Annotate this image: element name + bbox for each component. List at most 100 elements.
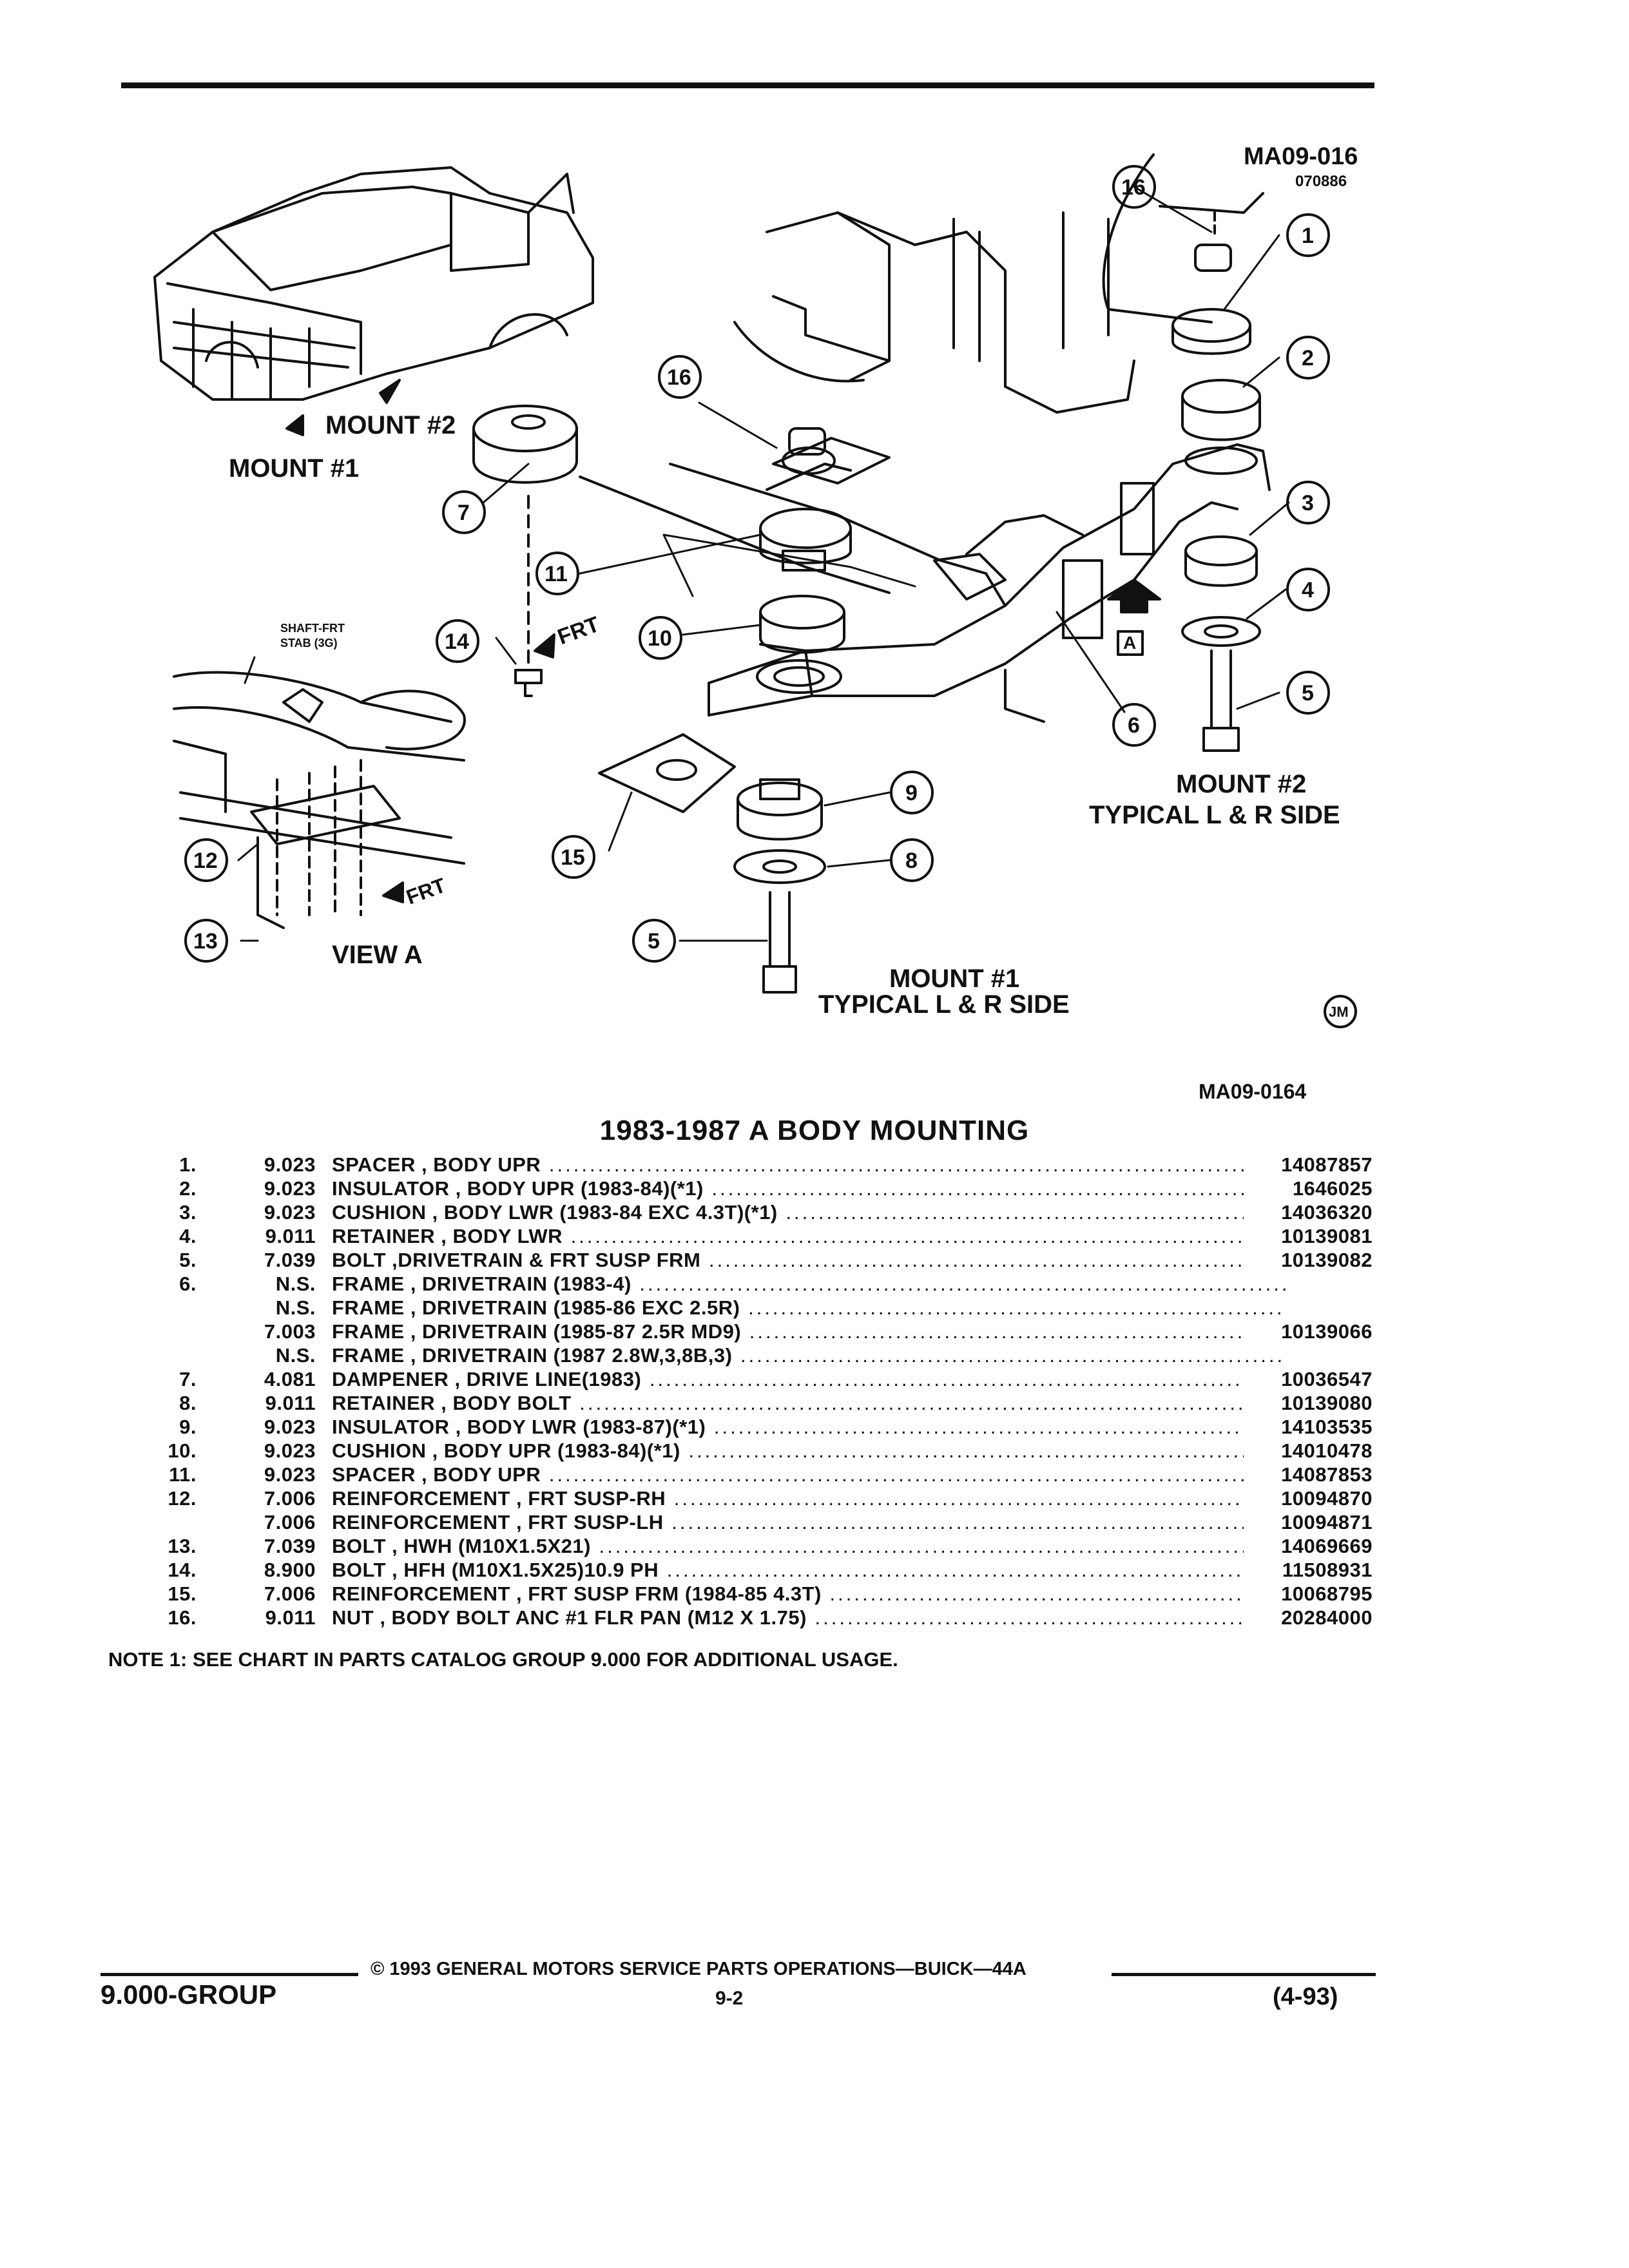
callout-3: 3 (1302, 491, 1314, 515)
leader-dots: ........................................… (815, 1606, 1286, 1629)
group-number: 9.023 (264, 1416, 316, 1438)
item-description: INSULATOR , BODY UPR (1983-84)(*1) (332, 1177, 704, 1200)
item-description-cell: BOLT , HWH (M10X1.5X21) ................… (332, 1535, 1286, 1558)
item-description-cell: RETAINER , BODY BOLT ...................… (332, 1392, 1286, 1415)
group-number: 9.023 (264, 1463, 316, 1486)
figure-ref-date: 070886 (1295, 173, 1347, 190)
item-description: RETAINER , BODY LWR (332, 1225, 563, 1247)
item-number: 13. (168, 1535, 197, 1557)
part-number: 10139082 (1244, 1249, 1373, 1272)
group-number: 9.023 (264, 1439, 316, 1462)
part-number: 14087857 (1244, 1153, 1373, 1177)
item-number: 2. (179, 1177, 197, 1200)
item-description-cell: REINFORCEMENT , FRT SUSP-LH ............… (332, 1511, 1286, 1534)
car-body-illustration (153, 166, 594, 401)
footer-group: 9.000-GROUP (101, 1979, 277, 2010)
footer-page-number: 9-2 (715, 1988, 744, 2009)
leader-dots: ........................................… (666, 1559, 1286, 1581)
part-number: 10094871 (1244, 1511, 1373, 1534)
item-description-cell: FRAME , DRIVETRAIN (1987 2.8W,3,8B,3) ..… (332, 1344, 1286, 1367)
item-description: BOLT ,DRIVETRAIN & FRT SUSP FRM (332, 1249, 701, 1271)
callout-7: 7 (458, 501, 470, 525)
item-number: 8. (179, 1392, 197, 1414)
top-rule (121, 82, 1374, 88)
callout-circles (184, 165, 1357, 1028)
callout-8: 8 (905, 849, 918, 873)
leader-dots: ........................................… (548, 1153, 1286, 1176)
item-description-cell: FRAME , DRIVETRAIN (1985-87 2.5R MD9) ..… (332, 1320, 1286, 1343)
shaft-note-line2: STAB (3G) (280, 637, 338, 649)
item-number: 11. (169, 1463, 197, 1486)
group-number: 9.023 (264, 1177, 316, 1200)
item-description: REINFORCEMENT , FRT SUSP-RH (332, 1487, 666, 1510)
leader-dots: ........................................… (748, 1296, 1286, 1319)
item-description-cell: REINFORCEMENT , FRT SUSP-RH ............… (332, 1487, 1286, 1510)
group-number: 9.011 (265, 1606, 316, 1629)
group-number: N.S. (275, 1273, 316, 1295)
item-description: DAMPENER , DRIVE LINE(1983) (332, 1368, 642, 1390)
part-number: 14036320 (1244, 1201, 1373, 1224)
leader-dots: ........................................… (570, 1225, 1286, 1247)
item-description-cell: SPACER , BODY UPR ......................… (332, 1463, 1286, 1486)
item-description: FRAME , DRIVETRAIN (1983-4) (332, 1273, 631, 1295)
group-number: 7.039 (264, 1535, 316, 1557)
callout-6: 6 (1128, 713, 1140, 738)
item-number: 10. (168, 1439, 197, 1462)
parts-row: 11. 9.023 SPACER , BODY UPR ..............… (148, 1463, 1373, 1487)
center-mount-stack (756, 427, 891, 694)
view-a-marker: A (1123, 633, 1137, 653)
item-number: 7. (179, 1368, 197, 1390)
part-number: 20284000 (1244, 1606, 1373, 1629)
figure-ref-code: MA09-016 (1244, 143, 1358, 170)
item-number: 5. (179, 1249, 197, 1271)
callout-16-top: 16 (1121, 175, 1146, 200)
leader-dots: ........................................… (599, 1535, 1286, 1557)
reinforcement-15-bracket (598, 733, 736, 813)
callout-5-upper: 5 (1302, 681, 1314, 706)
parts-row: 6.N.S.FRAME , DRIVETRAIN (1983-4) ......… (148, 1273, 1373, 1296)
footer-rule-right (1112, 1973, 1376, 1976)
callout-2: 2 (1302, 346, 1314, 370)
group-number: 9.023 (264, 1201, 316, 1224)
bolt-14 (514, 669, 543, 697)
group-number: N.S. (275, 1296, 316, 1319)
frt-arrow-center (534, 633, 555, 658)
footer-copyright: © 1993 GENERAL MOTORS SERVICE PARTS OPER… (371, 1959, 1027, 1979)
drivetrain-frame (579, 443, 1271, 723)
item-description-cell: FRAME , DRIVETRAIN (1983-4) ............… (332, 1273, 1286, 1296)
item-description-cell: BOLT , HFH (M10X1.5X25)10.9 PH .........… (332, 1559, 1286, 1582)
group-number: 4.081 (264, 1368, 316, 1390)
part-number: 14087853 (1244, 1463, 1373, 1486)
body-structure (733, 153, 1264, 414)
parts-row: 2. 9.023 INSULATOR , BODY UPR (1983-84)(*1… (148, 1177, 1373, 1201)
view-a-label: VIEW A (332, 941, 423, 969)
leader-dots: ........................................… (713, 1416, 1286, 1438)
item-number: 12. (168, 1487, 197, 1510)
body-mounting-diagram (153, 153, 1357, 1028)
mount-2-caption-line2: TYPICAL L & R SIDE (1089, 801, 1340, 829)
mount-1-stack (733, 778, 826, 994)
item-description: CUSHION , BODY LWR (1983-84 EXC 4.3T)(*1… (332, 1201, 778, 1224)
item-description-cell: RETAINER , BODY LWR ....................… (332, 1225, 1286, 1248)
item-description-cell: INSULATOR , BODY UPR (1983-84)(*1) .....… (332, 1177, 1286, 1200)
part-number: 1646025 (1244, 1177, 1373, 1200)
view-a-marker-box (1117, 630, 1144, 656)
mount-2-stack (1171, 211, 1261, 752)
mount-1-caption-line1: MOUNT #1 (889, 965, 1020, 993)
callout-16-center: 16 (667, 365, 691, 390)
jm-mark: JM (1329, 1004, 1349, 1020)
item-description-cell: SPACER , BODY UPR ......................… (332, 1153, 1286, 1177)
part-number: 11508931 (1244, 1559, 1373, 1582)
item-description-cell: BOLT ,DRIVETRAIN & FRT SUSP FRM ........… (332, 1249, 1286, 1272)
item-number: 14. (168, 1559, 197, 1581)
